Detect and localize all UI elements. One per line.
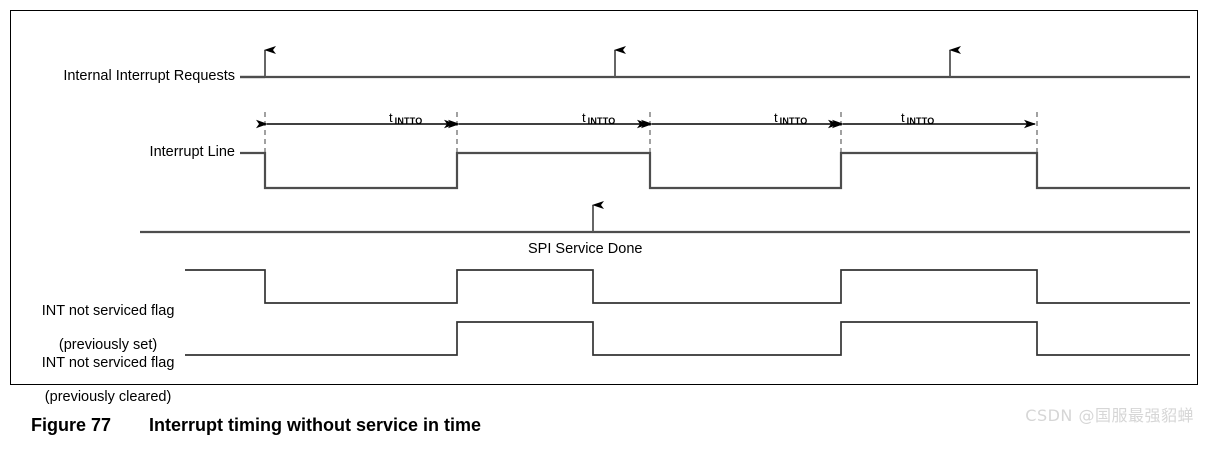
figure-caption-number: Figure 77 [31, 415, 112, 435]
timing-guides [264, 112, 1038, 152]
figure-caption-title: Interrupt timing without service in time [149, 415, 482, 435]
label-int-flag-previously-set: INT not serviced flag (previously set) [14, 286, 186, 371]
figure-caption: Figure 77 Interrupt timing without servic… [11, 394, 481, 457]
watermark: CSDN @国服最强貂蝉 [1025, 406, 1194, 425]
tintto-symbol: t [389, 110, 393, 125]
signal-int-flag-previously-set [185, 269, 1190, 304]
signal-interrupt-line [240, 151, 1190, 190]
int-flag-cleared-waveform [185, 321, 1190, 356]
tintto-subscript: INTTO [906, 116, 935, 126]
interrupt-line-waveform [240, 151, 1190, 190]
tintto-symbol: t [582, 110, 586, 125]
int-flag-cleared-line1: INT not serviced flag [41, 355, 175, 371]
int-flag-cleared-line2: (previously cleared) [44, 389, 172, 405]
tintto-symbol: t [901, 110, 905, 125]
label-internal-interrupt-requests: Internal Interrupt Requests [63, 68, 235, 84]
tintto-subscript: INTTO [394, 116, 423, 126]
signal-int-flag-previously-cleared [185, 321, 1190, 356]
signal-internal-interrupt-requests [240, 46, 1190, 79]
label-spi-service-done: SPI Service Done [528, 241, 643, 257]
figure-root: Internal Interrupt Requests Interrupt Li… [10, 10, 1198, 435]
int-flag-set-waveform [185, 269, 1190, 304]
int-flag-set-line2: (previously set) [58, 337, 158, 353]
int-flag-set-line1: INT not serviced flag [41, 303, 175, 319]
label-int-flag-previously-cleared: INT not serviced flag (previously cleare… [14, 338, 186, 423]
tintto-subscript: INTTO [587, 116, 616, 126]
tintto-subscript: INTTO [779, 116, 808, 126]
timing-diagram-canvas [140, 46, 1190, 356]
tintto-symbol: t [774, 110, 778, 125]
signal-spi-service-done [140, 201, 1190, 234]
label-interrupt-line: Interrupt Line [149, 144, 235, 160]
